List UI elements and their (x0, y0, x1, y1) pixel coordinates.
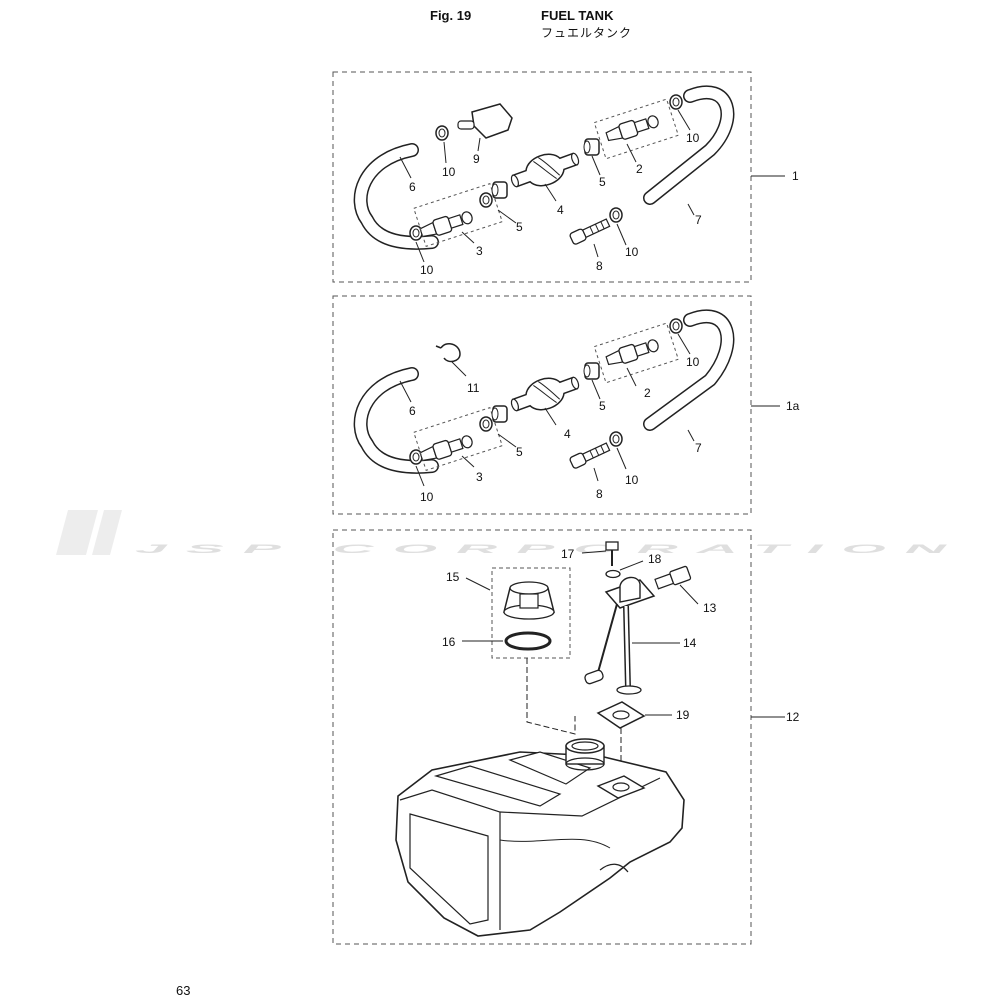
callout-10: 10 (686, 131, 700, 145)
callout-18: 18 (648, 552, 662, 566)
callout-14: 14 (683, 636, 697, 650)
connector-8 (569, 218, 611, 245)
figure-subtitle: フュエルタンク (541, 26, 633, 40)
callout-6: 6 (409, 404, 416, 418)
fuel-tank-body (395, 751, 685, 937)
figure-title: FUEL TANK (541, 8, 614, 23)
callout-10: 10 (625, 245, 639, 259)
clip-11 (435, 343, 461, 363)
figure-number: Fig. 19 (430, 8, 472, 23)
callout-5: 5 (516, 220, 523, 234)
callout-2: 2 (644, 386, 651, 400)
gasket-19 (596, 701, 646, 729)
watermark: JSP CORPORATION (56, 510, 965, 556)
screw-17 (605, 541, 619, 566)
panel-12: 12 (332, 529, 800, 945)
callout-5: 5 (516, 445, 523, 459)
callout-10: 10 (686, 355, 700, 369)
callout-5: 5 (599, 175, 606, 189)
hose-7 (643, 85, 735, 205)
callout-1: 1 (792, 169, 799, 183)
callout-10: 10 (420, 263, 434, 277)
fuel-cap-15 (503, 581, 555, 620)
panel-1a: 1a (332, 295, 800, 515)
hose-7 (643, 309, 735, 431)
tank-gauge-port (596, 775, 646, 799)
washer-18 (605, 569, 621, 579)
callout-7: 7 (695, 441, 702, 455)
callout-3: 3 (476, 244, 483, 258)
callout-15: 15 (446, 570, 460, 584)
callout-3: 3 (476, 470, 483, 484)
o-ring-16 (504, 631, 552, 651)
primer-9 (457, 103, 513, 139)
fuel-gauge-14 (584, 576, 656, 695)
callout-8: 8 (596, 487, 603, 501)
connector-8 (569, 442, 611, 469)
callout-12: 12 (786, 710, 800, 724)
tank-filler-neck (565, 738, 605, 771)
elbow-13 (654, 565, 692, 590)
bulb-4 (506, 143, 584, 197)
callout-1a: 1a (786, 399, 800, 413)
callout-10: 10 (625, 473, 639, 487)
callout-8: 8 (596, 259, 603, 273)
connector-2 (604, 336, 661, 369)
callout-7: 7 (695, 213, 702, 227)
callout-16: 16 (442, 635, 456, 649)
callout-4: 4 (557, 203, 564, 217)
callout-19: 19 (676, 708, 690, 722)
panel-1: 1 (332, 71, 799, 283)
callout-9: 9 (473, 152, 480, 166)
callout-10: 10 (420, 490, 434, 504)
callout-6: 6 (409, 180, 416, 194)
bulb-4 (506, 367, 584, 421)
callout-11: 11 (467, 381, 480, 395)
page-number: 63 (176, 983, 191, 998)
callout-17: 17 (561, 547, 575, 561)
callout-5: 5 (599, 399, 606, 413)
callout-4: 4 (564, 427, 571, 441)
callout-13: 13 (703, 601, 717, 615)
watermark-text: JSP CORPORATION (135, 542, 965, 556)
callout-10: 10 (442, 165, 456, 179)
connector-2 (604, 112, 661, 145)
callout-2: 2 (636, 162, 643, 176)
